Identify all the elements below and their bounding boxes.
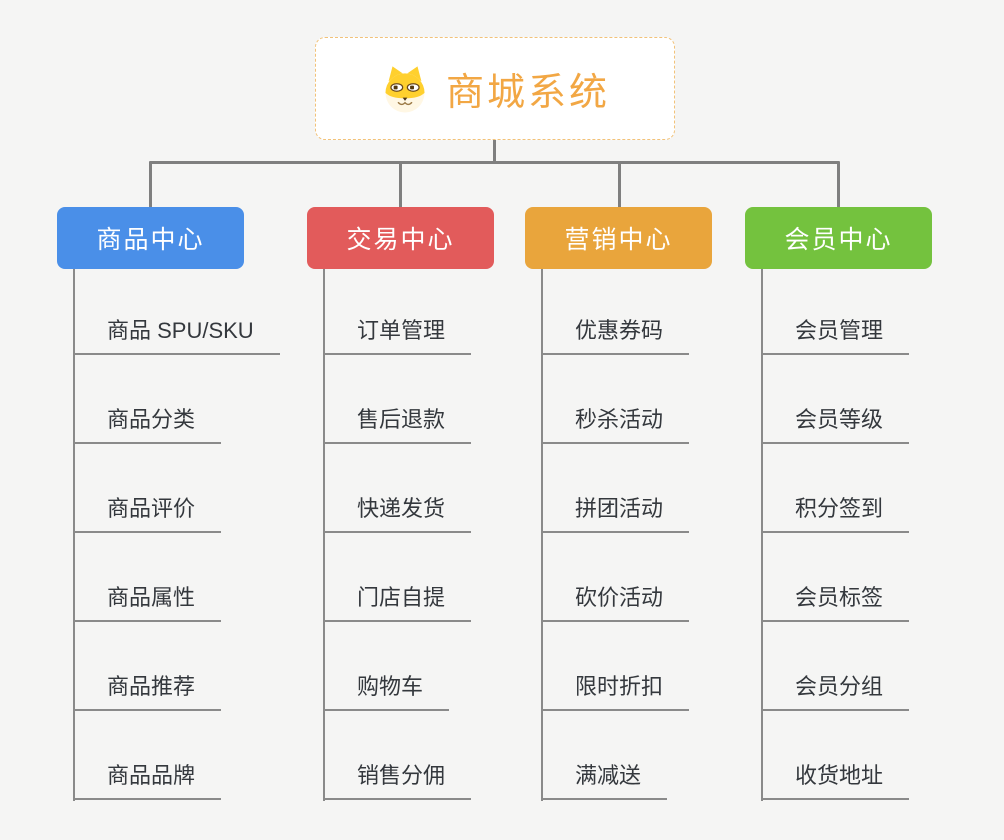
leaf-item-label: 购物车 — [323, 669, 450, 711]
leaf-item[interactable]: 商品推荐 — [73, 622, 307, 711]
leaf-item[interactable]: 售后退款 — [323, 355, 557, 444]
leaf-item-label: 商品评价 — [73, 491, 222, 533]
leaf-item-label: 收货地址 — [761, 758, 910, 800]
leaf-item-label: 商品属性 — [73, 580, 222, 622]
leaf-item[interactable]: 商品 SPU/SKU — [73, 269, 307, 355]
branch-spine — [323, 269, 325, 801]
leaf-item[interactable]: 门店自提 — [323, 533, 557, 622]
leaf-item[interactable]: 会员管理 — [761, 269, 995, 355]
branch-marketing-center: 营销中心 优惠券码 秒杀活动 拼团活动 砍价活动 限时折扣 满减送 — [525, 207, 775, 801]
leaf-item-label: 秒杀活动 — [541, 402, 690, 444]
leaf-item[interactable]: 会员等级 — [761, 355, 995, 444]
connector-drop-trade — [399, 161, 402, 208]
leaf-item[interactable]: 优惠券码 — [541, 269, 775, 355]
leaf-item-label: 积分签到 — [761, 491, 910, 533]
leaf-item[interactable]: 会员标签 — [761, 533, 995, 622]
leaf-item-label: 商品分类 — [73, 402, 222, 444]
leaf-item[interactable]: 收货地址 — [761, 711, 995, 800]
leaf-item[interactable]: 商品属性 — [73, 533, 307, 622]
leaf-item[interactable]: 快递发货 — [323, 444, 557, 533]
connector-drop-member — [837, 161, 840, 208]
branch-trade-center: 交易中心 订单管理 售后退款 快递发货 门店自提 购物车 销售分佣 — [307, 207, 557, 801]
leaf-item[interactable]: 商品品牌 — [73, 711, 307, 800]
leaf-item[interactable]: 拼团活动 — [541, 444, 775, 533]
leaf-item-label: 砍价活动 — [541, 580, 690, 622]
leaf-item[interactable]: 满减送 — [541, 711, 775, 800]
leaf-item-label: 销售分佣 — [323, 758, 472, 800]
dog-face-icon — [385, 65, 425, 112]
leaf-item[interactable]: 购物车 — [323, 622, 557, 711]
leaf-item[interactable]: 积分签到 — [761, 444, 995, 533]
branch-node-member-center[interactable]: 会员中心 — [745, 207, 932, 269]
leaf-item-label: 商品 SPU/SKU — [73, 313, 280, 355]
branch-spine — [761, 269, 763, 801]
leaf-item-label: 满减送 — [541, 758, 668, 800]
branch-spine — [541, 269, 543, 801]
leaf-item[interactable]: 砍价活动 — [541, 533, 775, 622]
leaf-item[interactable]: 会员分组 — [761, 622, 995, 711]
branch-node-trade-center[interactable]: 交易中心 — [307, 207, 494, 269]
connector-root-stem — [493, 140, 496, 163]
leaf-item-label: 会员管理 — [761, 313, 910, 355]
leaf-item-label: 会员等级 — [761, 402, 910, 444]
leaf-item[interactable]: 商品分类 — [73, 355, 307, 444]
leaf-item-label: 订单管理 — [323, 313, 472, 355]
leaf-item[interactable]: 订单管理 — [323, 269, 557, 355]
leaf-item[interactable]: 销售分佣 — [323, 711, 557, 800]
leaf-item-label: 商品推荐 — [73, 669, 222, 711]
leaf-item-label: 拼团活动 — [541, 491, 690, 533]
connector-drop-product — [149, 161, 152, 208]
leaf-item-label: 商品品牌 — [73, 758, 222, 800]
branch-member-center: 会员中心 会员管理 会员等级 积分签到 会员标签 会员分组 收货地址 — [745, 207, 995, 801]
connector-drop-marketing — [618, 161, 621, 208]
leaf-item-label: 售后退款 — [323, 402, 472, 444]
branch-product-center: 商品中心 商品 SPU/SKU 商品分类 商品评价 商品属性 商品推荐 商品品牌 — [57, 207, 307, 801]
leaf-item[interactable]: 秒杀活动 — [541, 355, 775, 444]
branch-node-marketing-center[interactable]: 营销中心 — [525, 207, 712, 269]
connector-bus-line — [149, 161, 840, 164]
leaf-item[interactable]: 限时折扣 — [541, 622, 775, 711]
leaf-item-label: 门店自提 — [323, 580, 472, 622]
leaf-item-label: 快递发货 — [323, 491, 472, 533]
leaf-item-label: 限时折扣 — [541, 669, 690, 711]
branch-spine — [73, 269, 75, 801]
root-title: 商城系统 — [445, 72, 610, 114]
leaf-item-label: 会员分组 — [761, 669, 910, 711]
leaf-item[interactable]: 商品评价 — [73, 444, 307, 533]
leaf-item-label: 优惠券码 — [541, 313, 690, 355]
root-node[interactable]: 商城系统 — [315, 37, 675, 140]
branch-node-product-center[interactable]: 商品中心 — [57, 207, 244, 269]
leaf-item-label: 会员标签 — [761, 580, 910, 622]
